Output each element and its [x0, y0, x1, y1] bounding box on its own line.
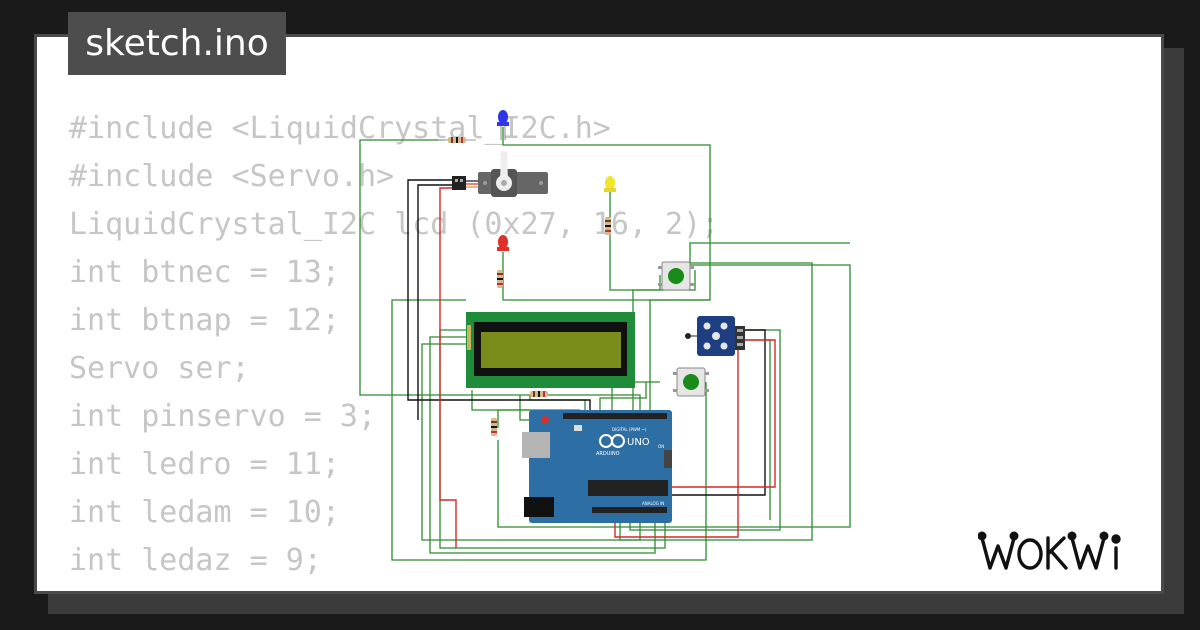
digital-label: DIGITAL (PWM ~) [612, 427, 647, 432]
red-led[interactable] [497, 235, 509, 251]
code-line: int ledaz = 9; [69, 543, 322, 578]
black-wires [407, 179, 766, 496]
arduino-label: ARDUINO [596, 451, 620, 457]
wokwi-logo [978, 531, 1121, 570]
ir-receiver-module[interactable] [685, 316, 745, 356]
code-line: Servo ser; [69, 351, 250, 386]
filename-tab: sketch.ino [68, 12, 286, 75]
resistor[interactable] [605, 217, 611, 235]
analog-label: ANALOG IN [642, 501, 664, 506]
on-label: ON [658, 444, 664, 449]
uno-label: UNO [627, 437, 650, 448]
code-preview: #include <LiquidCrystal_I2C.h>#include <… [69, 105, 720, 591]
resistor[interactable] [530, 391, 548, 397]
lcd-16x2-display[interactable] [466, 312, 635, 388]
blue-led[interactable] [497, 110, 509, 140]
resistor[interactable] [491, 418, 497, 436]
arduino-uno-board[interactable]: UNO ARDUINO DIGITAL (PWM ~) ANALOG IN ON [522, 410, 672, 523]
resistor[interactable] [497, 270, 503, 288]
code-line: int ledam = 10; [69, 495, 340, 530]
code-line: int btnap = 12; [69, 303, 340, 338]
code-line: int ledro = 11; [69, 447, 340, 482]
servo-motor[interactable] [452, 151, 548, 197]
pushbutton-1[interactable] [658, 261, 694, 291]
code-line: int btnec = 13; [69, 255, 340, 290]
code-line: #include <Servo.h> [69, 159, 395, 194]
resistor[interactable] [438, 137, 476, 143]
pushbutton-2[interactable] [673, 367, 709, 397]
code-line: int pinservo = 3; [69, 399, 377, 434]
code-line: LiquidCrystal_I2C lcd (0x27, 16, 2); [69, 207, 720, 242]
yellow-led[interactable] [604, 176, 616, 192]
